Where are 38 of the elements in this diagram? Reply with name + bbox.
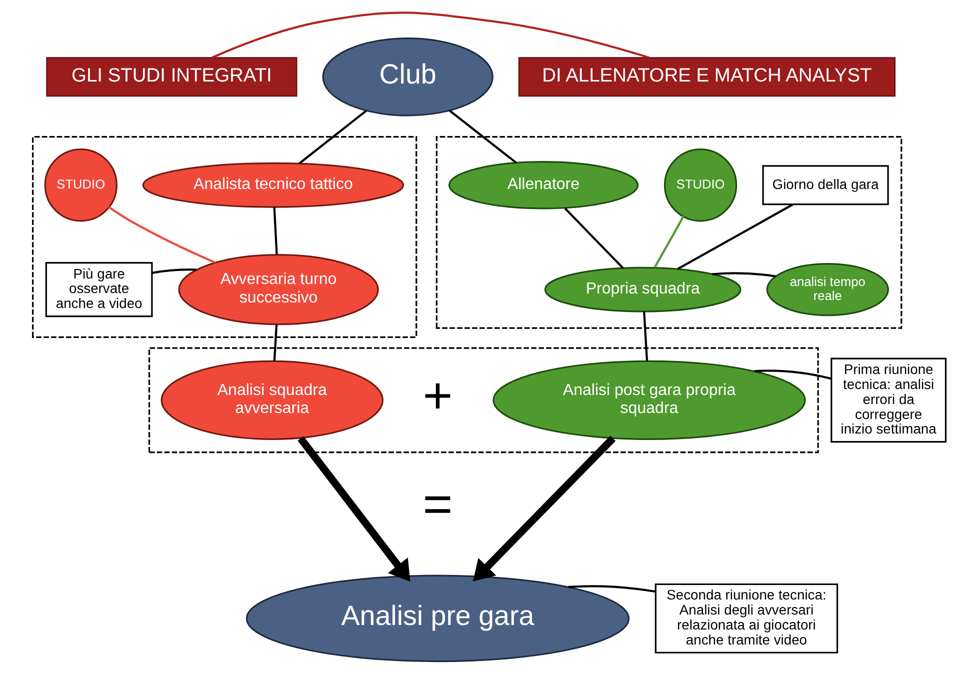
connector xyxy=(712,272,776,278)
node-circle: STUDIO xyxy=(44,148,117,222)
connector xyxy=(676,204,793,270)
node-ellipse: Club xyxy=(322,38,493,116)
node-ellipse: Propria squadra xyxy=(544,266,741,312)
node-ellipse: Analisi squadra avversaria xyxy=(160,360,383,440)
node-box: Giorno della gara xyxy=(762,165,888,206)
node-box: Più gare osservate anche a video xyxy=(44,262,152,318)
connector xyxy=(568,585,656,593)
node-box: DI ALLENATORE E MATCH ANALYST xyxy=(518,57,896,97)
connector xyxy=(151,268,196,274)
node-ellipse: Analista tecnico tattico xyxy=(142,162,404,208)
node-ellipse: Analisi pre gara xyxy=(245,574,630,662)
node-ellipse: Avversaria turno successivo xyxy=(178,254,378,326)
node-box: Seconda riunione tecnica: Analisi degli avversari relazionata ai giocatori anche tramite video xyxy=(654,583,838,654)
node-box: GLI STUDI INTEGRATI xyxy=(46,57,297,97)
connector xyxy=(272,324,278,361)
arrow xyxy=(472,436,616,582)
connector xyxy=(211,12,649,59)
label: = xyxy=(422,475,452,532)
node-ellipse: Allenatore xyxy=(448,160,638,210)
connector xyxy=(754,370,831,380)
cluster xyxy=(435,136,902,329)
connector xyxy=(448,110,516,164)
label: + xyxy=(422,366,452,424)
connector xyxy=(108,206,216,264)
node-circle: STUDIO xyxy=(663,148,737,222)
node-box: Prima riunione tecnica: analisi errori da correggere inizio settimana xyxy=(830,358,946,443)
connector xyxy=(642,312,648,361)
connector xyxy=(272,207,278,254)
connector xyxy=(298,110,366,164)
arrow xyxy=(297,436,410,582)
cluster xyxy=(32,136,417,338)
node-ellipse: analisi tempo reale xyxy=(766,263,888,316)
connector xyxy=(564,208,624,269)
cluster xyxy=(148,347,818,454)
connector xyxy=(653,216,684,268)
node-ellipse: Analisi post gara propria squadra xyxy=(492,360,806,440)
